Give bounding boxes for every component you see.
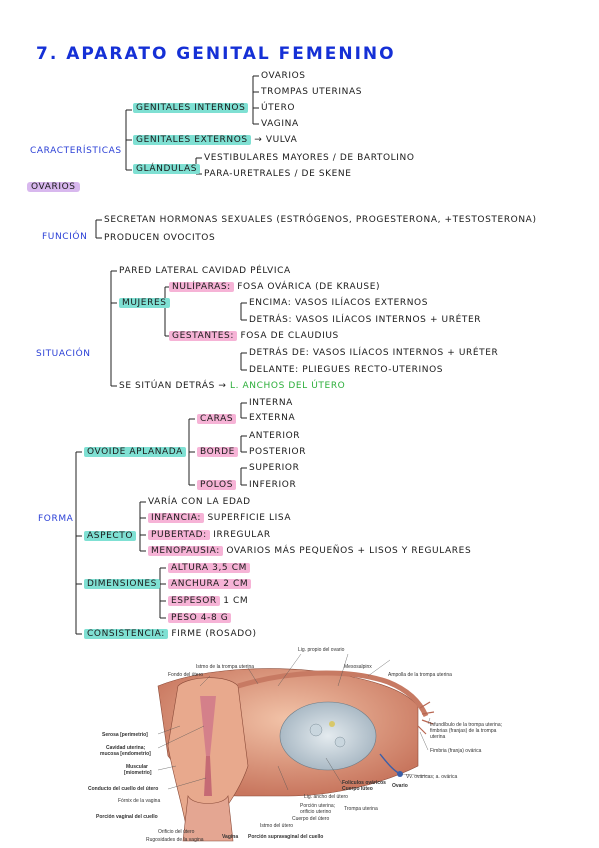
borde-label: Borde bbox=[197, 447, 238, 457]
ovoide-label: Ovoide aplanada bbox=[84, 447, 186, 457]
menopausia-row: Menopausia: ovarios más pequeños + lisos… bbox=[148, 546, 471, 556]
fig-label-porcion-vaginal: Porción vaginal del cuello bbox=[96, 814, 158, 820]
situacion-label: Situación bbox=[36, 349, 91, 359]
fig-label-lig-propio: Lig. propio del ovario bbox=[298, 647, 345, 653]
page-title: 7. Aparato genital femenino bbox=[36, 44, 396, 64]
detras-row-2: Detrás de: vasos ilíacos internos + urét… bbox=[249, 348, 499, 358]
internos-item-vagina: Vagina bbox=[261, 119, 299, 129]
fig-label-vv-ovaricas: Vv. ováricas; a. ovárica bbox=[406, 774, 458, 780]
funcion-label: Función bbox=[42, 232, 88, 242]
fig-label-fornix: Fórnix de la vagina bbox=[118, 798, 161, 804]
caras-item-interna: Interna bbox=[249, 398, 293, 408]
funcion-item-ovocitos: Producen ovocitos bbox=[104, 233, 216, 243]
situacion-pared: Pared lateral cavidad pélvica bbox=[119, 266, 291, 276]
fig-label-muscular-1: Muscular bbox=[126, 764, 148, 770]
fig-label-infundibulo: Infundíbulo de la trompa uterina; bbox=[430, 722, 502, 728]
fig-label-porcion-uterina-2: orificio uterino bbox=[300, 809, 332, 815]
genitales-externos-label: Genitales externos → Vulva bbox=[133, 135, 297, 145]
fig-label-uterina: uterina bbox=[430, 734, 446, 740]
altura-row: Altura 3,5 cm bbox=[168, 563, 250, 573]
pubertad-row: Pubertad: irregular bbox=[148, 530, 271, 540]
fig-label-ampolla: Ampolla de la trompa uterina bbox=[388, 672, 452, 678]
nuliparas-row: Nulíparas: Fosa ovárica (de Krause) bbox=[169, 282, 380, 292]
internos-item-ovarios: Ovarios bbox=[261, 71, 306, 81]
mujeres-label: Mujeres bbox=[119, 298, 170, 308]
varia-row: Varía con la edad bbox=[148, 497, 251, 507]
fig-label-rugosidades: Rugosidades de la vagina bbox=[146, 837, 204, 843]
encima-row: Encima: vasos ilíacos externos bbox=[249, 298, 429, 308]
anchura-row: Anchura 2 cm bbox=[168, 579, 252, 589]
fig-label-serosa: Serosa [perimetrio] bbox=[102, 732, 148, 738]
fig-label-istmo: Istmo de la trompa uterina bbox=[196, 664, 255, 670]
infancia-row: Infancia: superficie lisa bbox=[148, 513, 291, 523]
fig-label-conducto: Conducto del cuello del útero bbox=[88, 786, 159, 792]
caras-item-externa: Externa bbox=[249, 413, 296, 423]
genitales-internos-label: Genitales internos bbox=[133, 103, 249, 113]
glandulas-label: Glándulas bbox=[133, 164, 201, 174]
fig-label-fimbria-ovarica: Fimbria (franja) ovárica bbox=[430, 748, 482, 754]
espesor-row: Espesor 1 cm bbox=[168, 596, 248, 606]
fig-label-fondo: Fondo del útero bbox=[168, 672, 204, 678]
fig-label-orificio: Orificio del útero bbox=[158, 829, 195, 835]
caracteristicas-label: Características bbox=[30, 146, 122, 156]
consistencia-row: Consistencia: firme (rosado) bbox=[84, 629, 257, 639]
peso-row: Peso 4-8 g bbox=[168, 613, 232, 623]
fig-label-lig-ancho: Lig. ancho del útero bbox=[304, 794, 348, 800]
fig-label-vagina: Vagina bbox=[222, 834, 239, 840]
fig-label-fimbrias: fimbrias (franjas) de la trompa bbox=[430, 728, 497, 734]
forma-label: Forma bbox=[38, 514, 74, 524]
dimensiones-label: Dimensiones bbox=[84, 579, 160, 589]
ligamentos-anchos: L. anchos del útero bbox=[230, 381, 346, 391]
fig-label-supravaginal: Porción supravaginal del cuello bbox=[248, 834, 324, 840]
fig-label-istmo-utero: Istmo del útero bbox=[260, 823, 294, 829]
borde-item-anterior: Anterior bbox=[249, 431, 301, 441]
internos-item-trompas: Trompas uterinas bbox=[261, 87, 363, 97]
glandulas-item-bartolino: Vestibulares mayores / de Bartolino bbox=[204, 153, 415, 163]
fig-label-porcion-uterina-1: Porción uterina; bbox=[300, 803, 336, 809]
fig-label-mesosalpinx: Mesosalpinx bbox=[344, 664, 372, 670]
fig-label-ovario: Ovario bbox=[392, 783, 408, 789]
ovarios-section-label: Ovarios bbox=[27, 182, 80, 192]
gestantes-row: Gestantes: Fosa de Claudius bbox=[169, 331, 339, 341]
borde-item-posterior: Posterior bbox=[249, 447, 307, 457]
fig-label-cavidad-2: mucosa [endometrio] bbox=[100, 751, 151, 757]
delante-row: Delante: pliegues recto-uterinos bbox=[249, 365, 444, 375]
detras-row-1: Detrás: vasos ilíacos internos + uréter bbox=[249, 315, 482, 325]
anatomy-figure: Lig. propio del ovario Mesosalpinx Istmo… bbox=[88, 646, 508, 843]
fig-label-foliculos: Folículos ováricos bbox=[342, 780, 386, 786]
fig-label-muscular-2: [miometrio] bbox=[124, 770, 152, 776]
glandulas-item-skene: Para-uretrales / de Skene bbox=[204, 169, 352, 179]
polos-item-inferior: Inferior bbox=[249, 480, 297, 490]
aspecto-label: Aspecto bbox=[84, 531, 137, 541]
funcion-item-hormonas: Secretan hormonas sexuales (estrógenos, … bbox=[104, 215, 537, 225]
uterus-illustration bbox=[157, 653, 435, 842]
fig-label-cavidad-1: Cavidad uterina; bbox=[106, 745, 146, 751]
fig-label-trompa: Trompa uterina bbox=[344, 806, 378, 812]
polos-item-superior: Superior bbox=[249, 463, 300, 473]
caras-label: Caras bbox=[197, 414, 237, 424]
fig-label-cuerpo-utero: Cuerpo del útero bbox=[292, 816, 330, 822]
internos-item-utero: Útero bbox=[261, 103, 296, 113]
se-situan-row: Se sitúan detrás → L. anchos del útero bbox=[119, 381, 346, 391]
fig-label-cuerpo-luteo: Cuerpo lúteo bbox=[342, 786, 373, 792]
polos-label: Polos bbox=[197, 480, 237, 490]
